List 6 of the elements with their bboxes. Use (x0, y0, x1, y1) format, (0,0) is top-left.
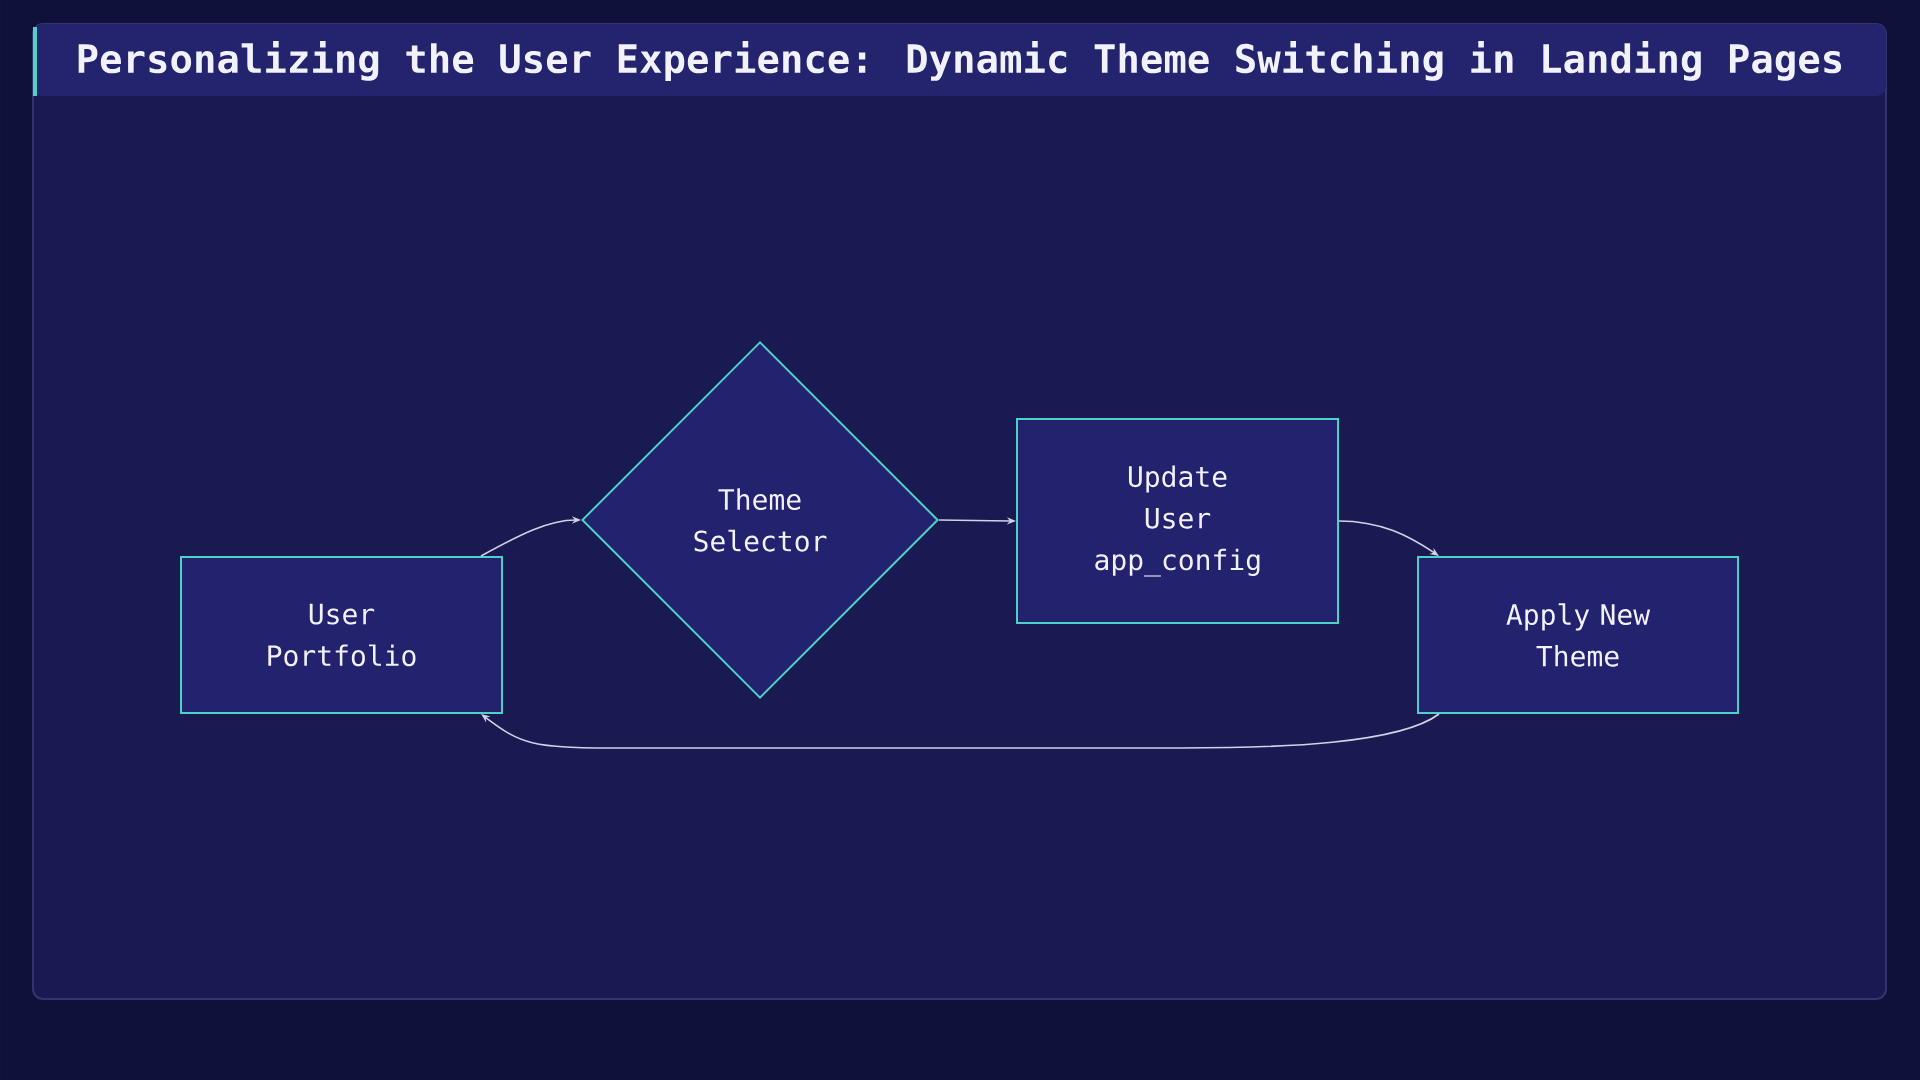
arrow (1338, 520, 1439, 556)
process-box: Update User app_config (1016, 418, 1339, 624)
arrow (481, 713, 1440, 749)
process-box: Apply New Theme (1417, 556, 1739, 714)
process-box: User Portfolio (180, 556, 503, 714)
title-bar: Personalizing the User Experience: Dynamic Theme Switching in Landing Pages (33, 24, 1886, 96)
